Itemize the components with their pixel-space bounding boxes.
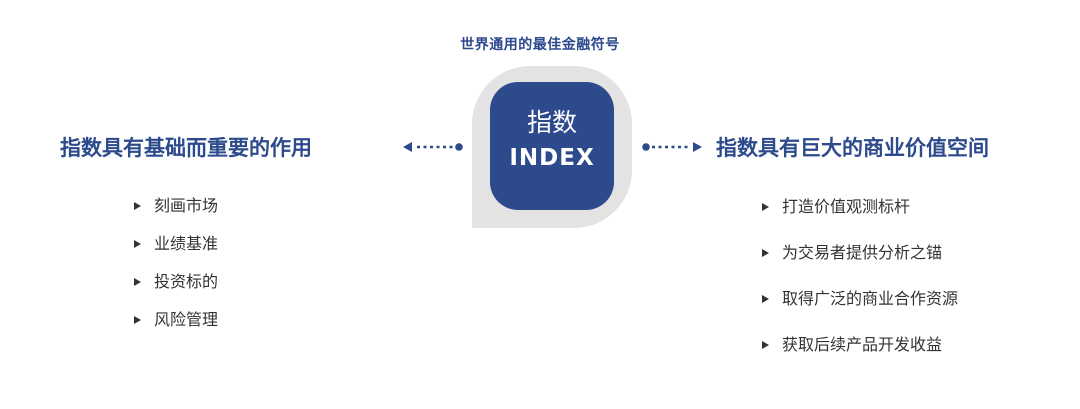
triangle-bullet-icon <box>762 249 769 257</box>
right-heading: 指数具有巨大的商业价值空间 <box>716 136 989 160</box>
right-list-item: 取得广泛的商业合作资源 <box>762 288 958 334</box>
triangle-bullet-icon <box>762 295 769 303</box>
triangle-bullet-icon <box>762 341 769 349</box>
left-item-list: 刻画市场 业绩基准 投资标的 风险管理 <box>134 195 218 347</box>
left-item-label: 刻画市场 <box>154 196 219 215</box>
left-item-label: 投资标的 <box>154 272 219 291</box>
top-caption: 世界通用的最佳金融符号 <box>460 37 620 53</box>
triangle-bullet-icon <box>134 240 141 248</box>
left-heading: 指数具有基础而重要的作用 <box>60 136 312 160</box>
left-list-item: 刻画市场 <box>134 195 218 233</box>
right-item-list: 打造价值观测标杆 为交易者提供分析之锚 取得广泛的商业合作资源 获取后续产品开发… <box>762 196 958 380</box>
triangle-bullet-icon <box>134 316 141 324</box>
left-list-item: 风险管理 <box>134 309 218 347</box>
left-list-item: 业绩基准 <box>134 233 218 271</box>
left-list-item: 投资标的 <box>134 271 218 309</box>
right-item-label: 打造价值观测标杆 <box>782 197 911 216</box>
index-badge: 指数 INDEX <box>472 66 632 228</box>
badge-english-label: INDEX <box>509 145 595 171</box>
right-list-item: 打造价值观测标杆 <box>762 196 958 242</box>
left-arrowhead-icon <box>403 142 412 152</box>
badge-blue-tile: 指数 INDEX <box>490 82 614 210</box>
triangle-bullet-icon <box>134 202 141 210</box>
badge-chinese-label: 指数 <box>526 108 577 137</box>
right-item-label: 获取后续产品开发收益 <box>782 335 943 354</box>
right-list-item: 获取后续产品开发收益 <box>762 334 958 380</box>
right-arrow-connector <box>642 142 702 152</box>
right-arrowhead-icon <box>693 142 702 152</box>
right-item-label: 取得广泛的商业合作资源 <box>782 289 959 308</box>
left-item-label: 业绩基准 <box>154 234 219 253</box>
left-arrow-connector <box>403 142 463 152</box>
triangle-bullet-icon <box>134 278 141 286</box>
left-item-label: 风险管理 <box>154 310 219 329</box>
right-item-label: 为交易者提供分析之锚 <box>782 243 943 262</box>
left-connector-dot <box>455 143 463 151</box>
right-connector-dot <box>642 143 650 151</box>
right-list-item: 为交易者提供分析之锚 <box>762 242 958 288</box>
triangle-bullet-icon <box>762 203 769 211</box>
